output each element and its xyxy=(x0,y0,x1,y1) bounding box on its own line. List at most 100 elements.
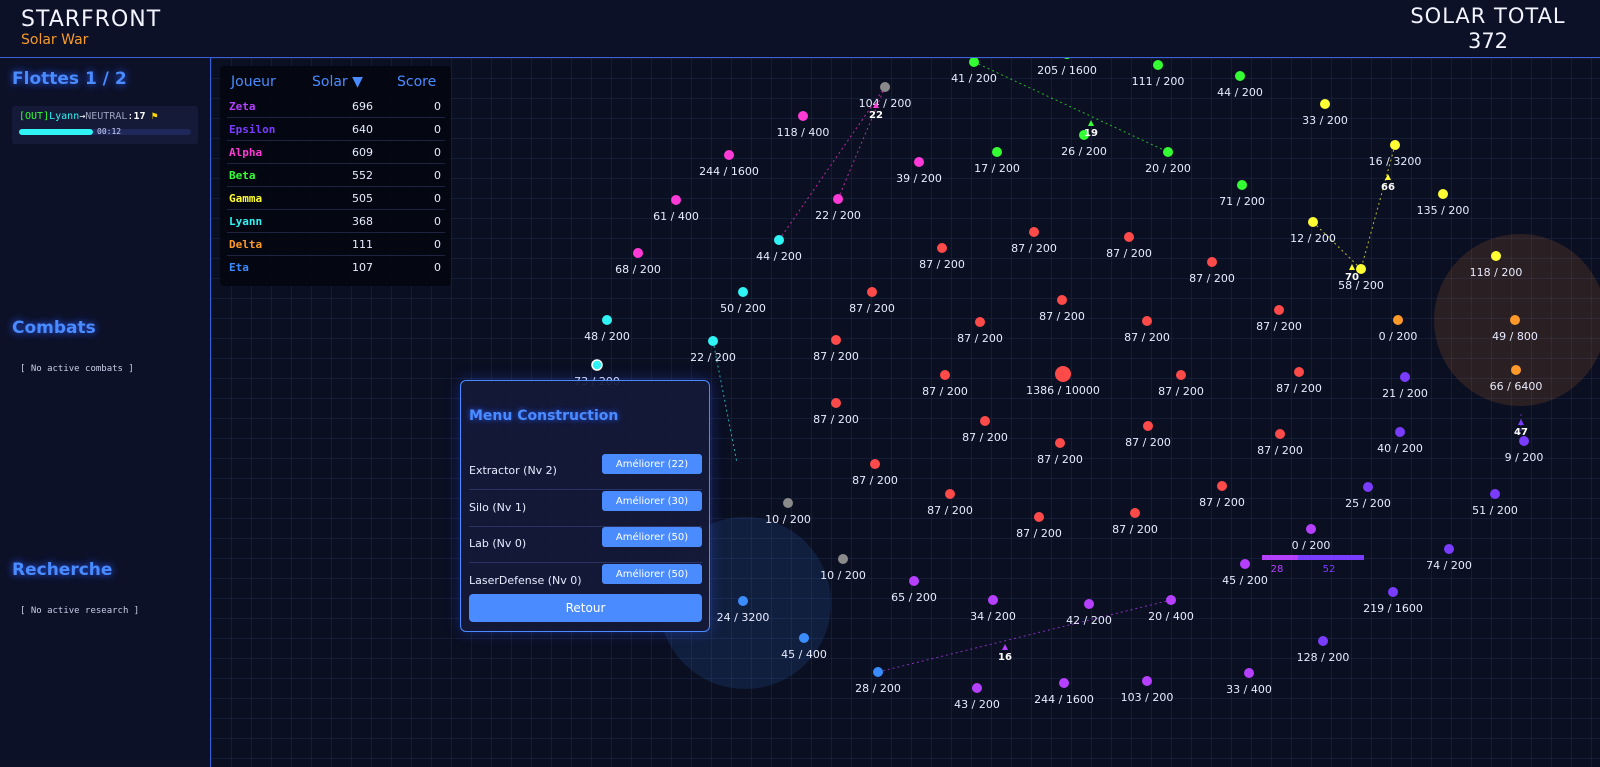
planet[interactable] xyxy=(1363,482,1373,492)
planet[interactable] xyxy=(1388,587,1398,597)
planet[interactable] xyxy=(1438,189,1448,199)
planet[interactable] xyxy=(972,683,982,693)
planet[interactable] xyxy=(975,317,985,327)
planet[interactable] xyxy=(1163,147,1173,157)
planet[interactable] xyxy=(1244,668,1254,678)
planet[interactable] xyxy=(1130,508,1140,518)
fleet-ship-icon[interactable] xyxy=(1088,120,1094,126)
planet[interactable] xyxy=(909,576,919,586)
player-solar: 505 xyxy=(352,192,373,205)
planet[interactable] xyxy=(774,235,784,245)
planet[interactable] xyxy=(671,195,681,205)
combat-bar-fill xyxy=(1262,555,1298,560)
planet[interactable] xyxy=(867,287,877,297)
planet[interactable] xyxy=(1519,436,1529,446)
planet[interactable] xyxy=(1062,58,1072,59)
planet[interactable] xyxy=(592,360,602,370)
planet[interactable] xyxy=(1055,366,1071,382)
planet-label: 40 / 200 xyxy=(1377,442,1423,455)
planet[interactable] xyxy=(870,459,880,469)
scoreboard-header-score[interactable]: Score xyxy=(397,74,437,90)
planet[interactable] xyxy=(1057,295,1067,305)
planet[interactable] xyxy=(1059,678,1069,688)
planet[interactable] xyxy=(708,336,718,346)
planet[interactable] xyxy=(831,398,841,408)
planet[interactable] xyxy=(992,147,1002,157)
planet[interactable] xyxy=(602,315,612,325)
fleet-ship-icon[interactable] xyxy=(1518,419,1524,425)
planet[interactable] xyxy=(1491,251,1501,261)
planet[interactable] xyxy=(1444,544,1454,554)
planet[interactable] xyxy=(1490,489,1500,499)
planet[interactable] xyxy=(798,111,808,121)
planet[interactable] xyxy=(1084,599,1094,609)
planet[interactable] xyxy=(1166,595,1176,605)
planet[interactable] xyxy=(838,554,848,564)
planet[interactable] xyxy=(914,157,924,167)
planet[interactable] xyxy=(1143,421,1153,431)
planet[interactable] xyxy=(1275,429,1285,439)
planet-label: 87 / 200 xyxy=(1257,444,1303,457)
planet[interactable] xyxy=(940,370,950,380)
planet[interactable] xyxy=(1390,140,1400,150)
planet[interactable] xyxy=(1320,99,1330,109)
planet[interactable] xyxy=(1079,130,1089,140)
planet[interactable] xyxy=(873,667,883,677)
planet[interactable] xyxy=(738,596,748,606)
planet[interactable] xyxy=(1395,427,1405,437)
fleet-ship-icon[interactable] xyxy=(1002,644,1008,650)
upgrade-silo-button[interactable]: Améliorer (30) xyxy=(602,491,702,511)
planet[interactable] xyxy=(937,243,947,253)
scoreboard-header-player[interactable]: Joueur xyxy=(231,74,276,90)
planet[interactable] xyxy=(1294,367,1304,377)
planet[interactable] xyxy=(1142,316,1152,326)
planet[interactable] xyxy=(1235,71,1245,81)
fleet-ship-icon[interactable] xyxy=(1349,264,1355,270)
planet[interactable] xyxy=(1356,264,1366,274)
planet[interactable] xyxy=(1153,60,1163,70)
planet[interactable] xyxy=(1176,370,1186,380)
planet[interactable] xyxy=(831,335,841,345)
planet[interactable] xyxy=(1318,636,1328,646)
planet[interactable] xyxy=(633,248,643,258)
planet[interactable] xyxy=(945,489,955,499)
fleet-card[interactable]: [OUT]Lyann→NEUTRAL:17 ⚑ 00:12 xyxy=(12,106,198,144)
fleet-ship-icon[interactable] xyxy=(873,102,879,108)
planet[interactable] xyxy=(1124,232,1134,242)
player-name: Lyann xyxy=(229,215,263,228)
planet[interactable] xyxy=(1207,257,1217,267)
planet[interactable] xyxy=(1237,180,1247,190)
planet[interactable] xyxy=(1055,438,1065,448)
planet[interactable] xyxy=(880,82,890,92)
planet[interactable] xyxy=(1393,315,1403,325)
fleet-ship-icon[interactable] xyxy=(1385,174,1391,180)
planet[interactable] xyxy=(988,595,998,605)
planet[interactable] xyxy=(969,58,979,67)
scoreboard-header-solar[interactable]: Solar ▼ xyxy=(312,74,363,90)
scoreboard-row: Epsilon 640 0 xyxy=(227,118,445,141)
planet-label: 87 / 200 xyxy=(1256,320,1302,333)
planet[interactable] xyxy=(1511,365,1521,375)
planet[interactable] xyxy=(1240,559,1250,569)
planet[interactable] xyxy=(1142,676,1152,686)
planet[interactable] xyxy=(1400,372,1410,382)
planet[interactable] xyxy=(724,150,734,160)
planet[interactable] xyxy=(1034,512,1044,522)
upgrade-lab-button[interactable]: Améliorer (50) xyxy=(602,527,702,547)
upgrade-extractor-button[interactable]: Améliorer (22) xyxy=(602,454,702,474)
planet[interactable] xyxy=(1274,305,1284,315)
planet[interactable] xyxy=(1217,481,1227,491)
planet[interactable] xyxy=(738,287,748,297)
planet[interactable] xyxy=(833,194,843,204)
planet[interactable] xyxy=(980,416,990,426)
upgrade-laserdefense-button[interactable]: Améliorer (50) xyxy=(602,564,702,584)
planet[interactable] xyxy=(1306,524,1316,534)
planet[interactable] xyxy=(1510,315,1520,325)
planet[interactable] xyxy=(1029,227,1039,237)
back-button[interactable]: Retour xyxy=(469,594,702,622)
planet[interactable] xyxy=(1308,217,1318,227)
planet[interactable] xyxy=(783,498,793,508)
planet[interactable] xyxy=(799,633,809,643)
